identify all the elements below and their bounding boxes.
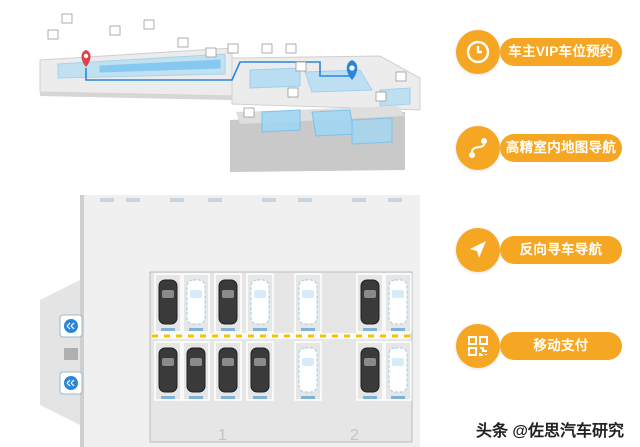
space-sensor (363, 328, 377, 331)
parked-car (158, 279, 178, 325)
parked-car (218, 347, 238, 393)
empty-space-car-outline (388, 347, 408, 393)
space-sensor (161, 396, 175, 399)
empty-space-car-outline (298, 279, 318, 325)
watermark: 头条 @佐思汽车研究 (471, 417, 628, 441)
feature-mobile-payment[interactable]: 移动支付 (448, 316, 630, 376)
space-sensor (189, 328, 203, 331)
space-sensor (221, 328, 235, 331)
parking-space (356, 273, 384, 333)
map-poi-markers (47, 13, 407, 118)
indoor-3d-map (39, 13, 421, 172)
feature-label: 车主VIP车位预约 (500, 38, 622, 66)
map-floor-left-side (40, 92, 232, 100)
empty-space-car-outline (186, 279, 206, 325)
space-sensor (391, 328, 405, 331)
zone-mark-2: 2 (350, 427, 359, 444)
space-sensor (391, 396, 405, 399)
parking-space (182, 273, 210, 333)
parking-space (214, 341, 242, 401)
feature-label: 移动支付 (500, 332, 622, 360)
space-sensor (363, 396, 377, 399)
parked-car (218, 279, 238, 325)
parked-car (360, 347, 380, 393)
parking-space (384, 341, 412, 401)
navigation-arrow-icon (456, 228, 500, 272)
parking-lot-plan: 1 2 (40, 195, 420, 447)
zone-mark-1: 1 (218, 427, 227, 444)
car-windshield (190, 290, 202, 298)
feature-vip-reservation[interactable]: 车主VIP车位预约 (448, 22, 630, 82)
car-windshield (364, 358, 376, 366)
route-icon (456, 126, 500, 170)
space-sensor (301, 396, 315, 399)
parking-space (294, 273, 322, 333)
car-windshield (254, 290, 266, 298)
feature-label: 反向寻车导航 (500, 236, 622, 264)
qr-pay-icon (456, 324, 500, 368)
center-divider (152, 333, 410, 339)
car-windshield (302, 358, 314, 366)
space-sensor (221, 396, 235, 399)
feature-label: 高精室内地图导航 (500, 134, 622, 162)
empty-space-car-outline (250, 279, 270, 325)
car-windshield (162, 358, 174, 366)
space-sensor (253, 328, 267, 331)
car-windshield (162, 290, 174, 298)
car-windshield (392, 358, 404, 366)
map-route-line (85, 61, 352, 81)
parking-space (294, 341, 322, 401)
entrance-booth (64, 348, 78, 360)
car-windshield (222, 358, 234, 366)
car-windshield (364, 290, 376, 298)
car-windshield (302, 290, 314, 298)
start-location-pin (81, 50, 91, 67)
parking-space (246, 273, 274, 333)
car-windshield (254, 358, 266, 366)
map-highlight-areas (57, 53, 411, 145)
car-windshield (222, 290, 234, 298)
space-sensor (253, 396, 267, 399)
bottom-parking-row (154, 341, 412, 401)
top-parking-row (154, 273, 412, 333)
parked-car (250, 347, 270, 393)
car-location-pin (346, 60, 358, 80)
entrance-sign-bottom (59, 371, 83, 395)
space-sensor (301, 328, 315, 331)
ceiling-sensors (100, 198, 402, 202)
car-windshield (392, 290, 404, 298)
parking-space (154, 341, 182, 401)
parking-space (182, 341, 210, 401)
car-windshield (190, 358, 202, 366)
parking-space (356, 341, 384, 401)
parked-car (360, 279, 380, 325)
parking-space (154, 273, 182, 333)
empty-space-car-outline (388, 279, 408, 325)
feature-reverse-car-finding[interactable]: 反向寻车导航 (448, 220, 630, 280)
space-sensor (161, 328, 175, 331)
entrance-sign-top (59, 314, 83, 338)
parking-space (214, 273, 242, 333)
parking-space (384, 273, 412, 333)
feature-indoor-navigation[interactable]: 高精室内地图导航 (448, 118, 630, 178)
parked-car (158, 347, 178, 393)
parking-space (246, 341, 274, 401)
clock-icon (456, 30, 500, 74)
empty-space-car-outline (298, 347, 318, 393)
parked-car (186, 347, 206, 393)
space-sensor (189, 396, 203, 399)
